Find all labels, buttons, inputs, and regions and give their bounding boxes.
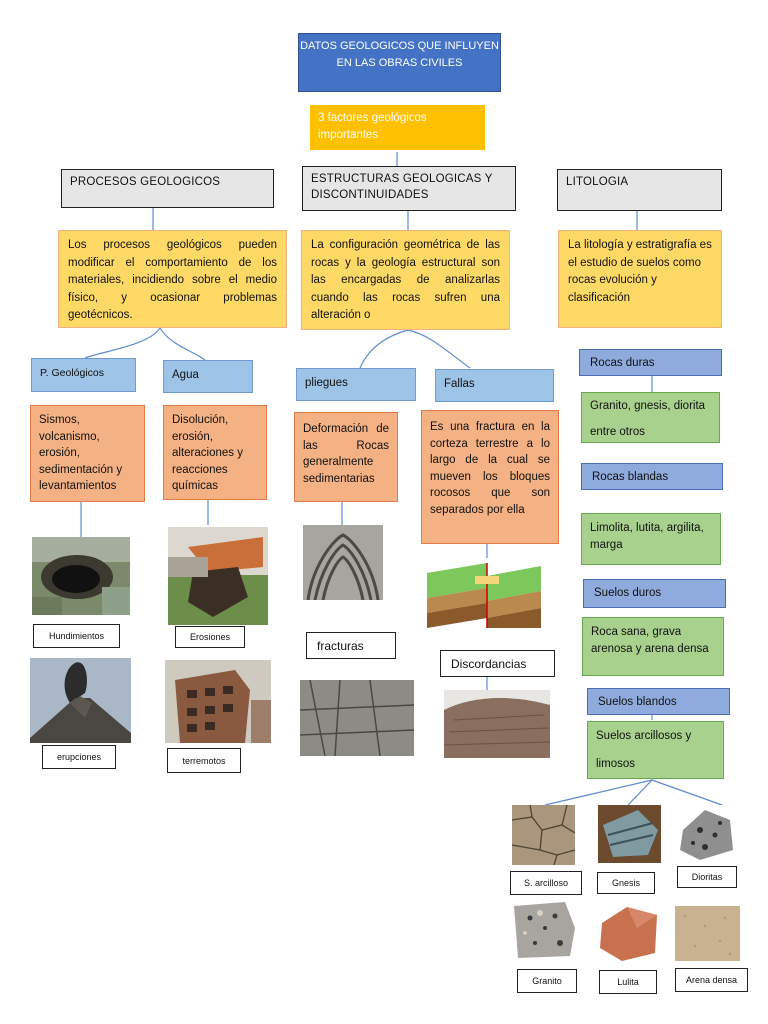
fractures-photo (300, 680, 414, 756)
fallas-box: Fallas (435, 369, 554, 402)
hundimientos-label: Hundimientos (33, 624, 120, 648)
earthquake-photo (165, 660, 271, 743)
gneiss-photo (598, 805, 661, 863)
rocas-blandas-description: Limolita, lutita, argilita, marga (581, 513, 721, 565)
dense-sand-photo (675, 906, 740, 961)
estructuras-description: La configuración geométrica de las rocas… (301, 230, 510, 330)
fracturas-label: fracturas (306, 632, 396, 659)
arena-densa-label: Arena densa (675, 968, 748, 992)
sinkhole-photo (32, 537, 130, 615)
agua-description: Disolución, erosión, alteraciones y reac… (163, 405, 267, 500)
erosiones-label: Erosiones (175, 626, 245, 648)
p-geologicos-box: P. Geológicos (31, 358, 136, 392)
lutite-photo (597, 903, 661, 965)
suelos-blandos-description: Suelos arcillosos y limosos (587, 721, 724, 779)
erosion-photo (168, 527, 268, 625)
diorite-photo (675, 805, 736, 862)
category-litologia: LITOLOGIA (557, 169, 722, 211)
erupciones-label: erupciones (42, 745, 116, 769)
rocas-blandas-box: Rocas blandas (581, 463, 723, 490)
suelos-blandos-box: Suelos blandos (587, 688, 730, 715)
pliegues-description: Deformación de las Rocas generalmente se… (294, 412, 398, 502)
category-procesos: PROCESOS GEOLOGICOS (61, 169, 274, 208)
suelos-duros-description: Roca sana, grava arenosa y arena densa (582, 617, 724, 676)
unconformity-photo (444, 690, 550, 758)
rocas-duras-box: Rocas duras (579, 349, 722, 376)
litologia-description: La litología y estratigrafía es el estud… (558, 230, 722, 328)
pliegues-box: pliegues (296, 368, 416, 401)
fault-diagram (427, 558, 541, 628)
suelos-duros-box: Suelos duros (583, 579, 726, 608)
main-title: DATOS GEOLOGICOS QUE INFLUYEN EN LAS OBR… (298, 33, 501, 92)
procesos-description: Los procesos geológicos pueden modificar… (58, 230, 287, 328)
p-geologicos-description: Sismos, volcanismo, erosión, sedimentaci… (30, 405, 145, 502)
lulita-label: Lulita (599, 970, 657, 994)
clay-soil-photo (512, 805, 575, 865)
agua-box: Agua (163, 360, 253, 393)
dioritas-label: Dioritas (677, 866, 737, 888)
category-estructuras: ESTRUCTURAS GEOLOGICAS Y DISCONTINUIDADE… (302, 166, 516, 211)
granite-photo (510, 898, 578, 961)
fallas-description: Es una fractura en la corteza terrestre … (421, 410, 559, 544)
terremotos-label: terremotos (167, 748, 241, 773)
rocas-duras-description: Granito, gnesis, diorita entre otros (581, 392, 720, 443)
factors-box: 3 factores geológicos importantes (310, 105, 485, 150)
fold-photo (303, 525, 383, 600)
gnesis-label: Gnesis (597, 872, 655, 894)
arcilloso-label: S. arcilloso (510, 871, 582, 895)
discordancias-label: Discordancias (440, 650, 555, 677)
volcano-photo (30, 658, 131, 743)
granito-label: Granito (517, 969, 577, 993)
